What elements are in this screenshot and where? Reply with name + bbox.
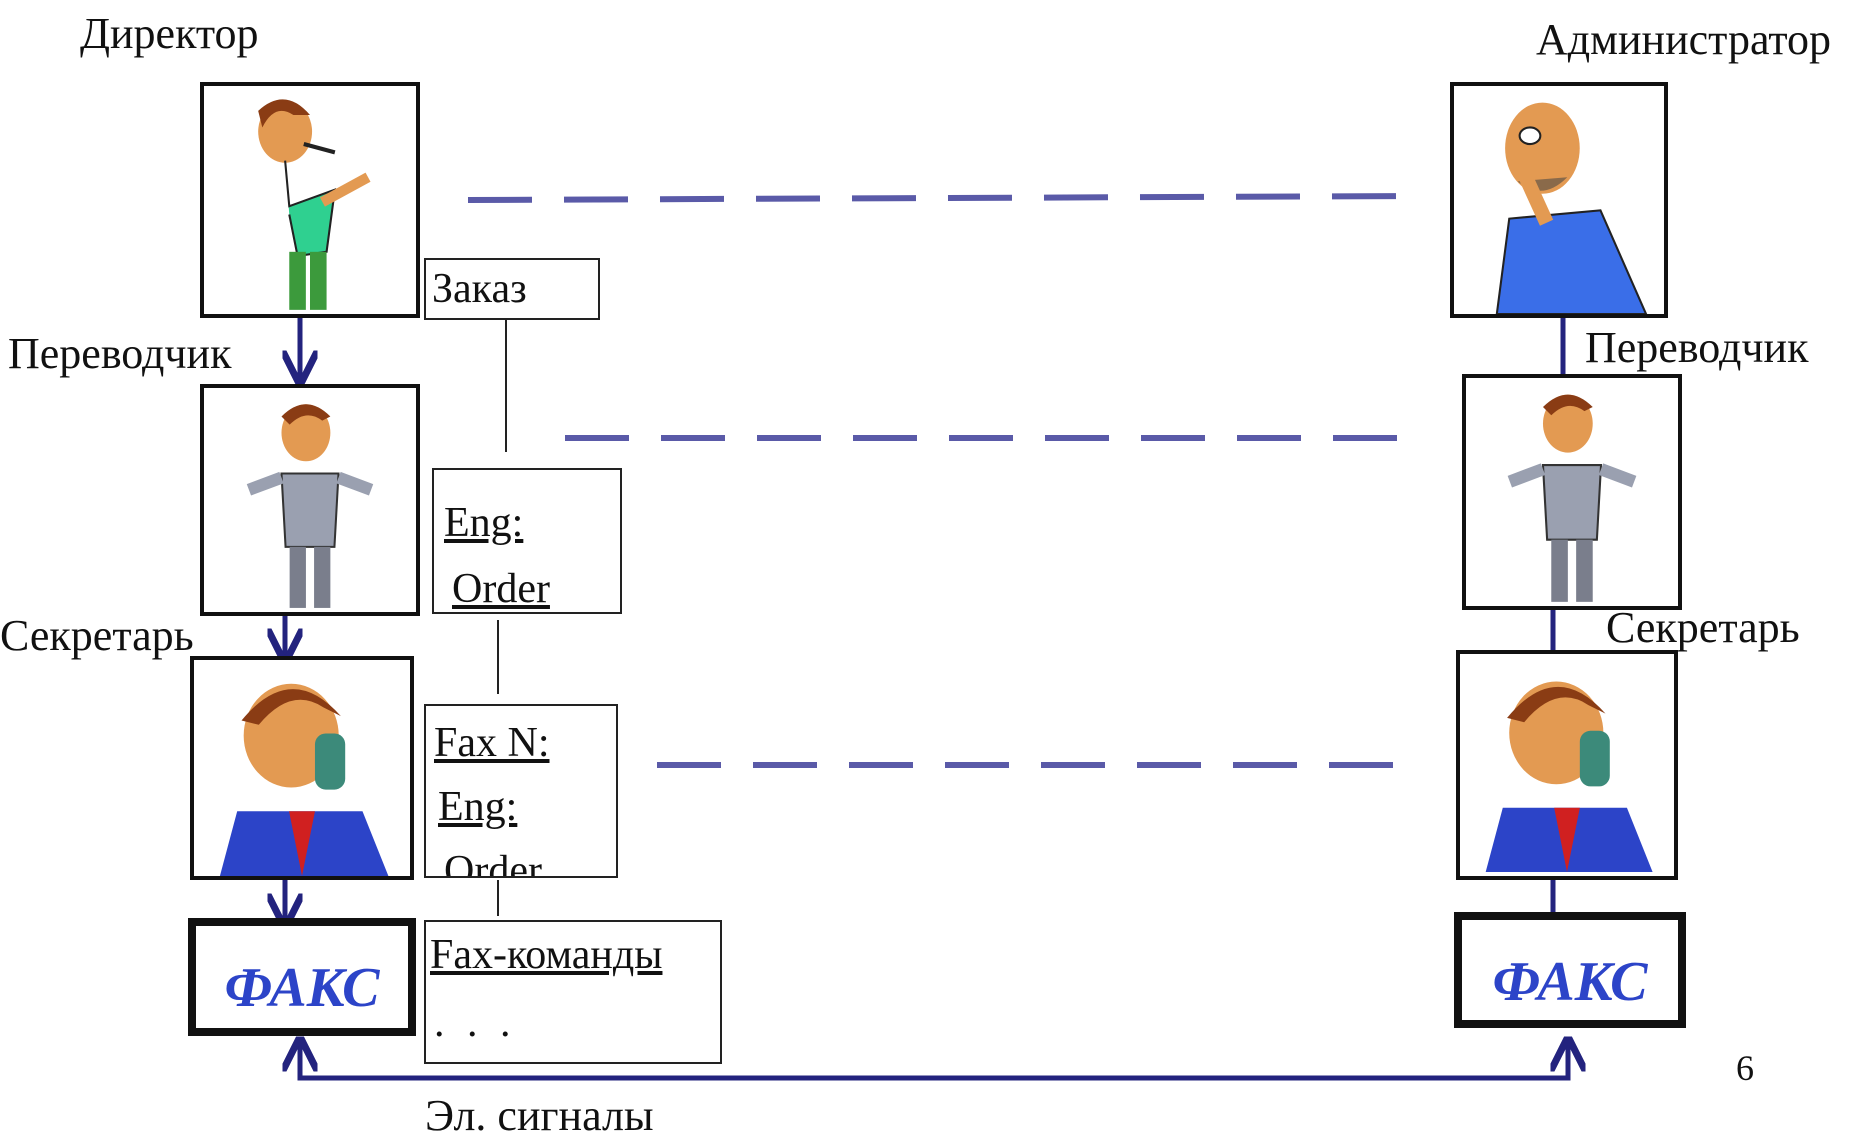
left-secretary-label: Секретарь [0,611,194,660]
right-translator-label: Переводчик [1585,323,1809,372]
administrator-person-icon [1495,102,1648,314]
peer-link-director-administrator [467,193,1416,203]
right-fax-machine: ФАКС [1454,912,1686,1028]
secretary-person-icon [219,683,389,876]
fax-order-text: Order [444,848,542,878]
left-fax-machine: ФАКС [188,918,416,1036]
eng-order-text: Order [452,566,550,612]
fax-message-box: Fax N: Eng: Order [424,704,618,878]
right-secretary-figure [1456,650,1678,880]
electrical-signals-label: Эл. сигналы [425,1091,654,1140]
left-translator-label: Переводчик [8,329,232,378]
ellipsis-text: . . . [434,1000,517,1046]
eng-label-text: Eng: [444,500,524,546]
signal-line [300,1040,1568,1081]
administrator-label: Администратор [1536,15,1831,64]
director-figure [200,82,420,318]
right-translator-figure [1462,374,1682,610]
right-secretary-label: Секретарь [1606,603,1800,652]
left-translator-figure [200,384,420,616]
fax-commands-text: Fax-команды [430,932,663,978]
fax-number-text: Fax N: [434,720,550,766]
order-ru-text: Заказ [432,266,527,312]
fax-commands-box: Fax-команды . . . [424,920,722,1064]
left-secretary-figure [190,656,414,880]
translator-person-icon-right [1507,394,1637,602]
administrator-figure [1450,82,1668,318]
eng-order-box: Eng: Order [432,468,622,614]
director-person-icon [258,99,371,310]
left-fax-label: ФАКС [224,957,380,1019]
fax-eng-text: Eng: [438,784,518,830]
director-label: Директор [80,9,259,58]
page-number: 6 [1736,1048,1754,1088]
secretary-person-icon-right [1485,681,1653,872]
right-fax-label: ФАКС [1492,951,1648,1013]
translator-person-icon [246,404,374,608]
order-ru-box: Заказ [424,258,600,320]
